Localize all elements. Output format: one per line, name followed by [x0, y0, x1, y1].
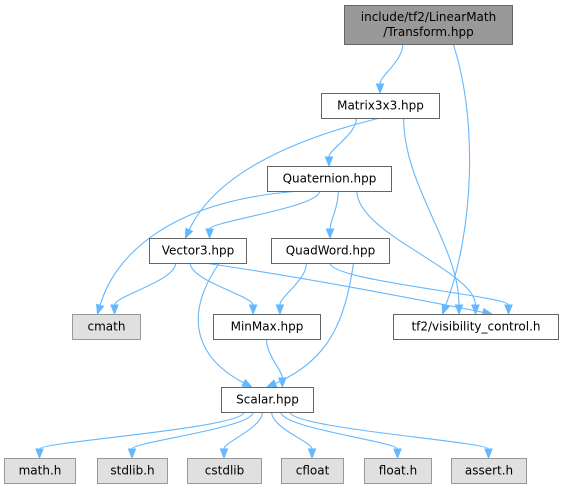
node-vector3[interactable]: Vector3.hpp [149, 238, 247, 264]
arrowhead-quaternion-to-visibility [471, 304, 480, 316]
edge-vector3-to-cmath [113, 262, 177, 306]
node-label-cstdlib: cstdlib [205, 464, 244, 478]
arrowhead-scalar-to-stdlib_h [127, 448, 137, 460]
edge-quadword-to-visibility [329, 262, 510, 306]
arrowhead-transform-to-visibility [441, 303, 450, 316]
node-float_h: float.h [364, 458, 432, 484]
node-stdlib_h: stdlib.h [97, 458, 168, 484]
node-box-matrix3x3 [321, 93, 440, 119]
node-box-assert_h [451, 458, 527, 484]
edge-vector3-to-minmax [189, 262, 254, 306]
arrowhead-transform-to-matrix3x3 [375, 83, 385, 95]
edge-scalar-to-assert_h [289, 411, 490, 450]
node-matrix3x3[interactable]: Matrix3x3.hpp [321, 93, 440, 119]
node-label-math_h: math.h [19, 464, 62, 478]
node-box-vector3 [149, 238, 247, 264]
arrowhead-vector3-to-scalar [241, 378, 253, 388]
node-label-float_h: float.h [379, 464, 417, 478]
edge-quadword-to-scalar [275, 262, 355, 384]
node-box-transform [344, 5, 513, 45]
node-quaternion[interactable]: Quaternion.hpp [267, 166, 392, 192]
node-minmax[interactable]: MinMax.hpp [213, 314, 321, 340]
arrowhead-scalar-to-float_h [393, 448, 402, 460]
edge-quaternion-to-quadword [329, 190, 339, 230]
edge-matrix3x3-to-visibility [403, 117, 460, 306]
node-label-cmath: cmath [88, 320, 126, 334]
edge-scalar-to-math_h [38, 411, 245, 450]
node-cfloat: cfloat [281, 458, 344, 484]
edge-quaternion-to-visibility [356, 190, 477, 306]
arrowhead-matrix3x3-to-quaternion [324, 156, 334, 168]
arrowhead-minmax-to-scalar [277, 377, 287, 389]
node-box-minmax [213, 314, 321, 340]
arrowhead-quadword-to-scalar [265, 379, 278, 388]
node-scalar[interactable]: Scalar.hpp [221, 387, 314, 413]
node-box-quadword [271, 238, 390, 264]
arrowhead-matrix3x3-to-vector3 [184, 227, 194, 240]
edge-vector3-to-scalar [197, 262, 244, 384]
arrowhead-vector3-to-minmax [248, 304, 258, 316]
node-visibility[interactable]: tf2/visibility_control.h [393, 314, 559, 340]
node-cstdlib: cstdlib [187, 458, 262, 484]
node-label-visibility: tf2/visibility_control.h [411, 320, 540, 334]
node-math_h: math.h [4, 458, 76, 484]
edge-scalar-to-float_h [280, 411, 399, 450]
edge-scalar-to-stdlib_h [131, 411, 254, 450]
node-label-quaternion: Quaternion.hpp [283, 172, 377, 186]
node-box-math_h [4, 458, 76, 484]
arrowhead-quadword-to-minmax [275, 304, 285, 316]
edges-layer [35, 43, 513, 460]
edge-matrix3x3-to-quaternion [328, 117, 357, 158]
node-label-scalar: Scalar.hpp [236, 393, 299, 407]
node-label-assert_h: assert.h [465, 464, 513, 478]
node-assert_h: assert.h [451, 458, 527, 484]
node-box-cstdlib [187, 458, 262, 484]
node-box-stdlib_h [97, 458, 168, 484]
edge-quaternion-to-cmath [99, 190, 302, 306]
node-label-transform-line-2: /Transform.hpp [383, 25, 473, 39]
edge-transform-to-visibility [445, 43, 471, 306]
arrowhead-quaternion-to-quadword [325, 228, 335, 240]
edge-quaternion-to-vector3 [209, 190, 321, 230]
arrowhead-scalar-to-cstdlib [219, 448, 229, 460]
node-label-transform-line-1: include/tf2/LinearMath [361, 10, 496, 24]
node-box-cmath [72, 314, 141, 340]
node-label-quadword: QuadWord.hpp [286, 244, 376, 258]
node-box-visibility [393, 314, 559, 340]
edge-transform-to-matrix3x3 [379, 43, 404, 85]
node-quadword[interactable]: QuadWord.hpp [271, 238, 390, 264]
node-label-vector3: Vector3.hpp [162, 244, 235, 258]
edge-scalar-to-cstdlib [223, 411, 263, 450]
arrowhead-scalar-to-assert_h [484, 448, 493, 460]
arrowhead-quadword-to-visibility [504, 304, 513, 316]
arrowhead-scalar-to-cfloat [307, 448, 317, 460]
arrowhead-quaternion-to-cmath [96, 303, 105, 316]
arrowhead-matrix3x3-to-visibility [454, 304, 464, 316]
node-transform[interactable]: include/tf2/LinearMath/Transform.hpp [344, 5, 513, 45]
node-label-stdlib_h: stdlib.h [110, 464, 154, 478]
edge-quadword-to-minmax [279, 262, 307, 306]
node-box-scalar [221, 387, 314, 413]
nodes-layer: include/tf2/LinearMath/Transform.hppMatr… [4, 5, 559, 484]
arrowhead-vector3-to-cmath [110, 304, 119, 316]
node-box-quaternion [267, 166, 392, 192]
arrowhead-quaternion-to-vector3 [205, 228, 214, 240]
edge-scalar-to-cfloat [271, 411, 313, 450]
edge-minmax-to-scalar [265, 338, 283, 379]
node-label-matrix3x3: Matrix3x3.hpp [337, 99, 424, 113]
node-box-cfloat [281, 458, 344, 484]
edge-vector3-to-visibility [204, 262, 484, 313]
arrowhead-scalar-to-math_h [35, 448, 44, 460]
node-cmath: cmath [72, 314, 141, 340]
node-label-minmax: MinMax.hpp [231, 320, 304, 334]
node-label-cfloat: cfloat [296, 464, 330, 478]
node-box-float_h [364, 458, 432, 484]
